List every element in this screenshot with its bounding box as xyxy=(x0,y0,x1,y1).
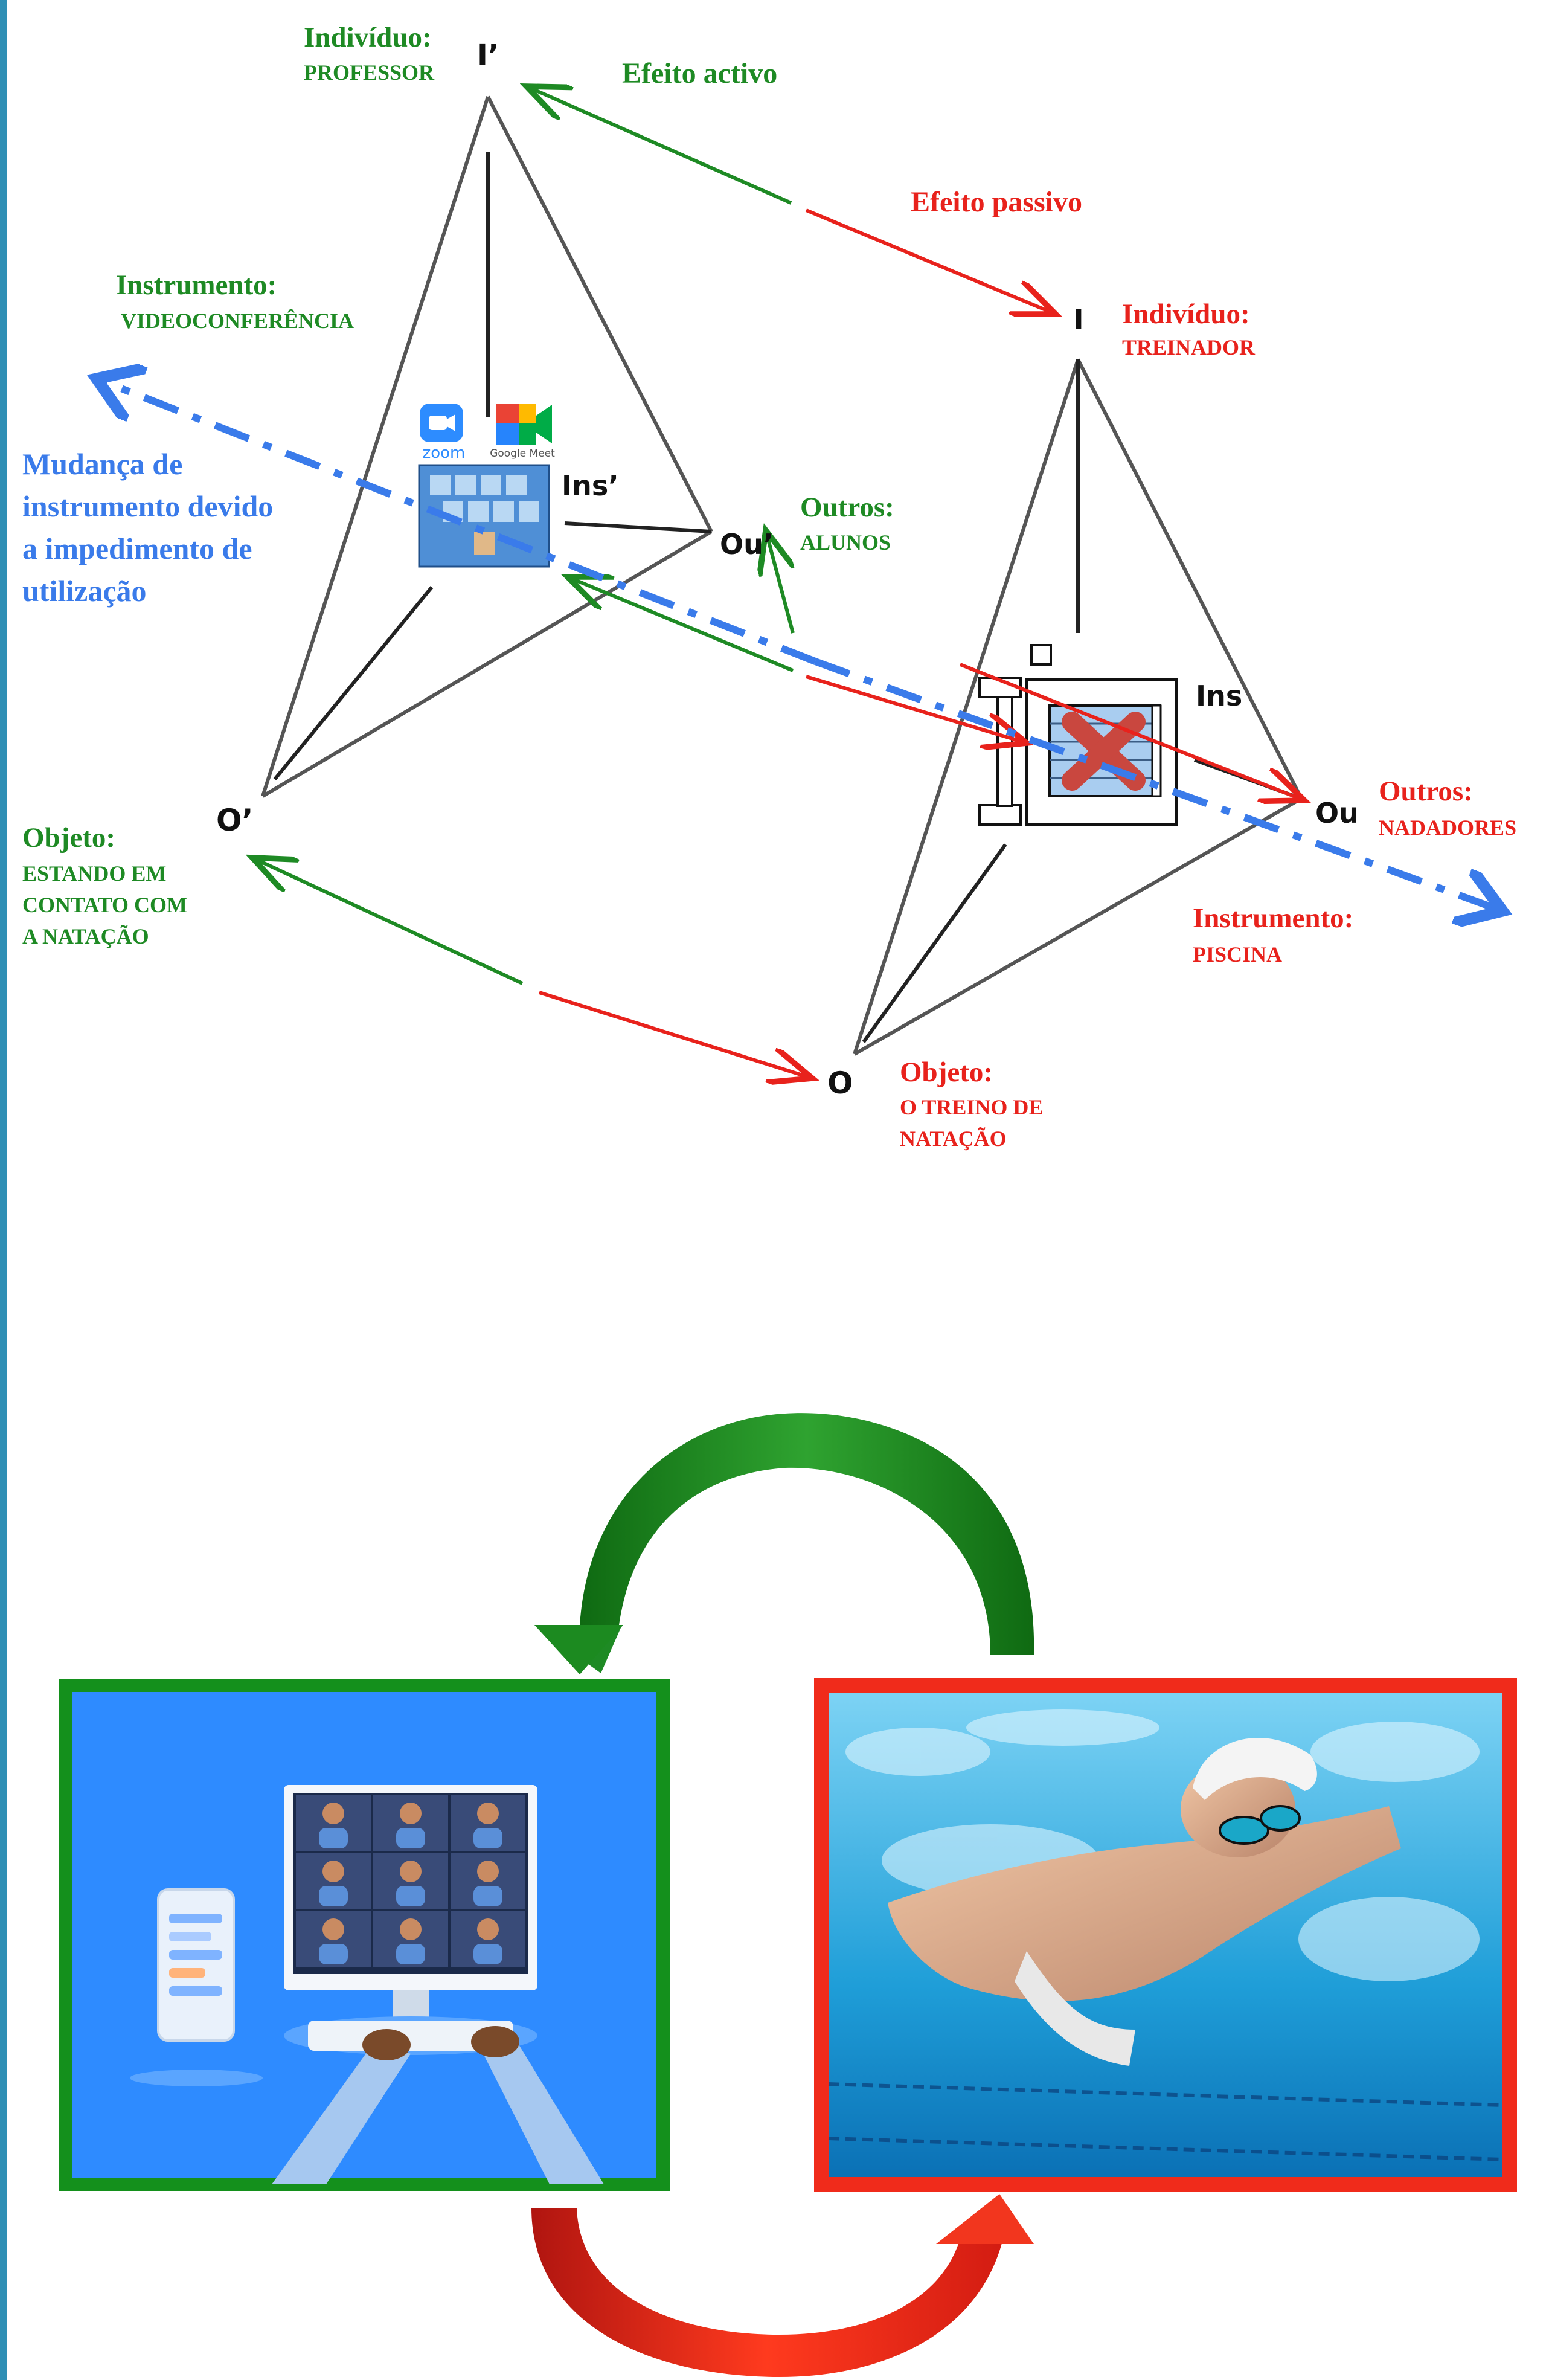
left-ins-label: Ins’ xyxy=(562,469,619,502)
change-note-line-1: Mudança de xyxy=(22,447,182,481)
arrow-passive-others xyxy=(959,663,1304,800)
left-labels: I’ Indivíduo: PROFESSOR Instrumento: VID… xyxy=(22,22,894,948)
arrow-active-others xyxy=(766,530,795,634)
right-apex-label: I xyxy=(1073,303,1083,336)
google-meet-icon: Google Meet xyxy=(490,404,555,460)
right-object-label: O xyxy=(827,1066,853,1101)
change-note-line-4: utilização xyxy=(22,574,147,608)
change-note-line-2: instrumento devido xyxy=(22,489,273,523)
left-apex-label: I’ xyxy=(477,39,499,72)
instrument-change-arrow xyxy=(97,379,1502,911)
left-object-value-1: ESTANDO EM xyxy=(22,861,166,886)
left-object-value-3: A NATAÇÃO xyxy=(22,924,149,948)
right-instrument-value: PISCINA xyxy=(1193,942,1282,966)
edge-o-ou xyxy=(853,797,1303,1056)
meet-wordmark: Google Meet xyxy=(490,448,555,460)
left-object-title: Objeto: xyxy=(22,822,115,854)
arrow-active-individual xyxy=(527,86,792,205)
passive-effect-label: Efeito passivo xyxy=(911,186,1082,218)
videoconference-illustration xyxy=(59,1679,670,2191)
left-others-label: Ou’ xyxy=(720,528,774,561)
spoke-ins-ou xyxy=(564,521,712,533)
left-object-label: O’ xyxy=(216,803,254,838)
edge-i-o xyxy=(853,359,1080,1055)
left-instrument-value: VIDEOCONFERÊNCIA xyxy=(121,309,354,333)
edge-o-ou xyxy=(261,530,713,798)
left-individual-value: PROFESSOR xyxy=(304,60,435,85)
edge-i-o xyxy=(261,96,490,797)
left-individual-title: Indivíduo: xyxy=(304,22,432,53)
change-note-line-3: a impedimento de xyxy=(22,532,252,565)
active-effect-label: Efeito activo xyxy=(622,57,777,89)
left-triangle-spokes xyxy=(273,152,712,780)
arrow-active-object xyxy=(252,858,524,985)
zoom-wordmark: zoom xyxy=(423,444,466,462)
arrow-passive-instrument xyxy=(806,675,1027,743)
right-others-label: Ou xyxy=(1315,797,1359,829)
right-individual-title: Indivíduo: xyxy=(1122,298,1250,330)
right-others-value: NADADORES xyxy=(1379,815,1516,840)
arrow-active-instrument xyxy=(568,577,794,672)
spoke-o-ins xyxy=(862,843,1007,1043)
left-object-value-2: CONTATO COM xyxy=(22,893,187,917)
right-others-title: Outros: xyxy=(1379,776,1473,807)
right-individual-value: TREINADOR xyxy=(1122,335,1256,359)
left-instrument-title: Instrumento: xyxy=(116,269,277,301)
arrow-passive-object xyxy=(539,991,812,1078)
right-labels: I Indivíduo: TREINADOR Ins Ou Outros: NA… xyxy=(827,298,1516,1151)
left-others-value: ALUNOS xyxy=(800,530,891,555)
spoke-o-ins xyxy=(273,586,434,780)
right-object-title: Objeto: xyxy=(900,1057,993,1088)
right-ins-label: Ins xyxy=(1196,680,1242,712)
right-triangle-edges xyxy=(853,358,1303,1056)
edge-i-ou xyxy=(1076,358,1303,800)
swimmer-photo xyxy=(814,1678,1517,2192)
right-object-value-1: O TREINO DE xyxy=(900,1095,1043,1119)
red-cycle-arrow xyxy=(531,2194,1034,2377)
left-triangle-edges xyxy=(261,95,713,798)
instrument-change-note: Mudança de instrumento devido a impedime… xyxy=(22,447,273,608)
effect-arrows xyxy=(252,86,1304,1078)
arrow-passive-individual xyxy=(805,208,1056,314)
right-object-value-2: NATAÇÃO xyxy=(900,1127,1007,1151)
edge-i-ou xyxy=(486,95,713,533)
left-accent-stripe xyxy=(0,0,7,2380)
green-cycle-arrow xyxy=(534,1413,1034,1674)
left-others-title: Outros: xyxy=(800,492,894,523)
right-instrument-title: Instrumento: xyxy=(1193,902,1353,934)
zoom-camera-icon: zoom xyxy=(420,404,465,462)
